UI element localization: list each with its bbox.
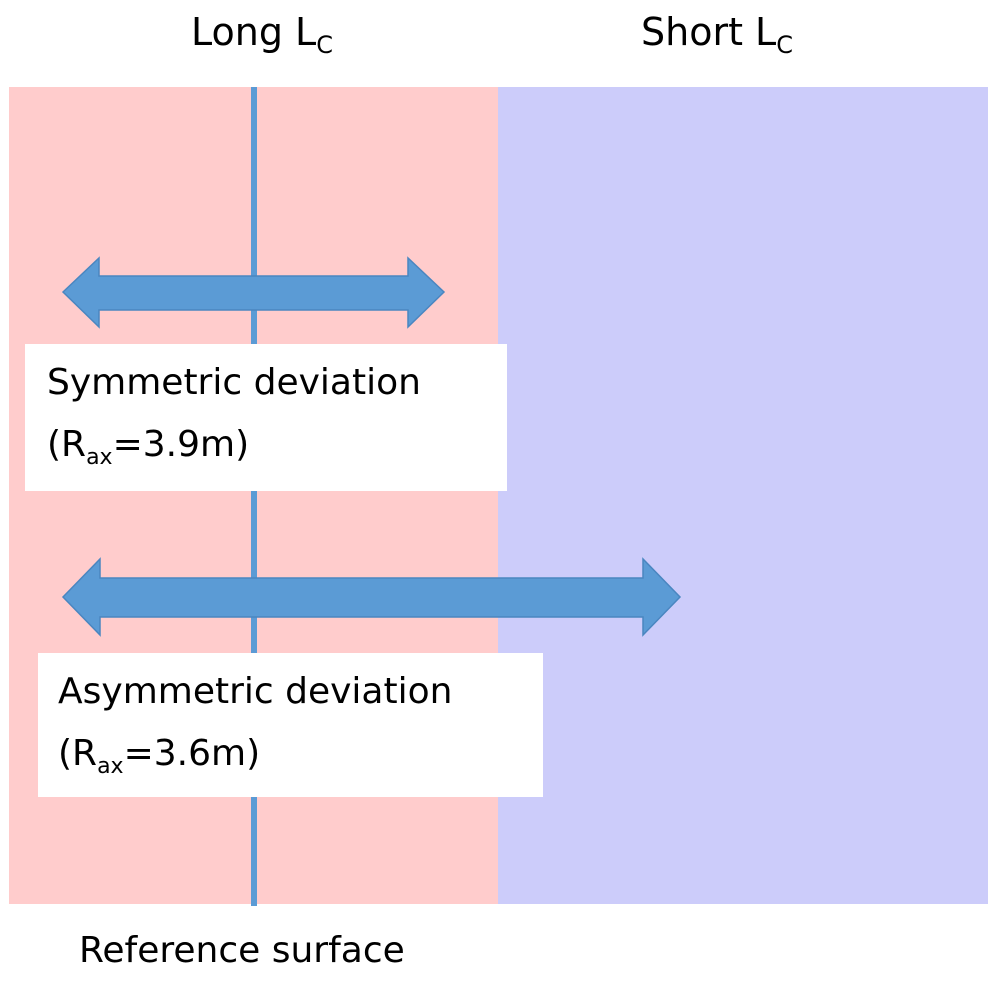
symmetric-deviation-label: Symmetric deviation (Rax=3.9m) (25, 344, 507, 491)
header-short-lc: Short LC (641, 10, 793, 59)
asymmetric-deviation-arrow (61, 557, 682, 637)
symmetric-value: (Rax=3.9m) (47, 424, 250, 470)
asymmetric-value: (Rax=3.6m) (58, 733, 261, 779)
asymmetric-title: Asymmetric deviation (58, 671, 453, 712)
short-lc-zone (498, 87, 988, 904)
reference-surface-line (251, 87, 257, 906)
asymmetric-deviation-label: Asymmetric deviation (Rax=3.6m) (38, 653, 543, 797)
header-long-lc: Long LC (191, 10, 333, 59)
reference-surface-label: Reference surface (79, 930, 405, 971)
symmetric-title: Symmetric deviation (47, 362, 421, 403)
symmetric-deviation-arrow (61, 256, 446, 329)
